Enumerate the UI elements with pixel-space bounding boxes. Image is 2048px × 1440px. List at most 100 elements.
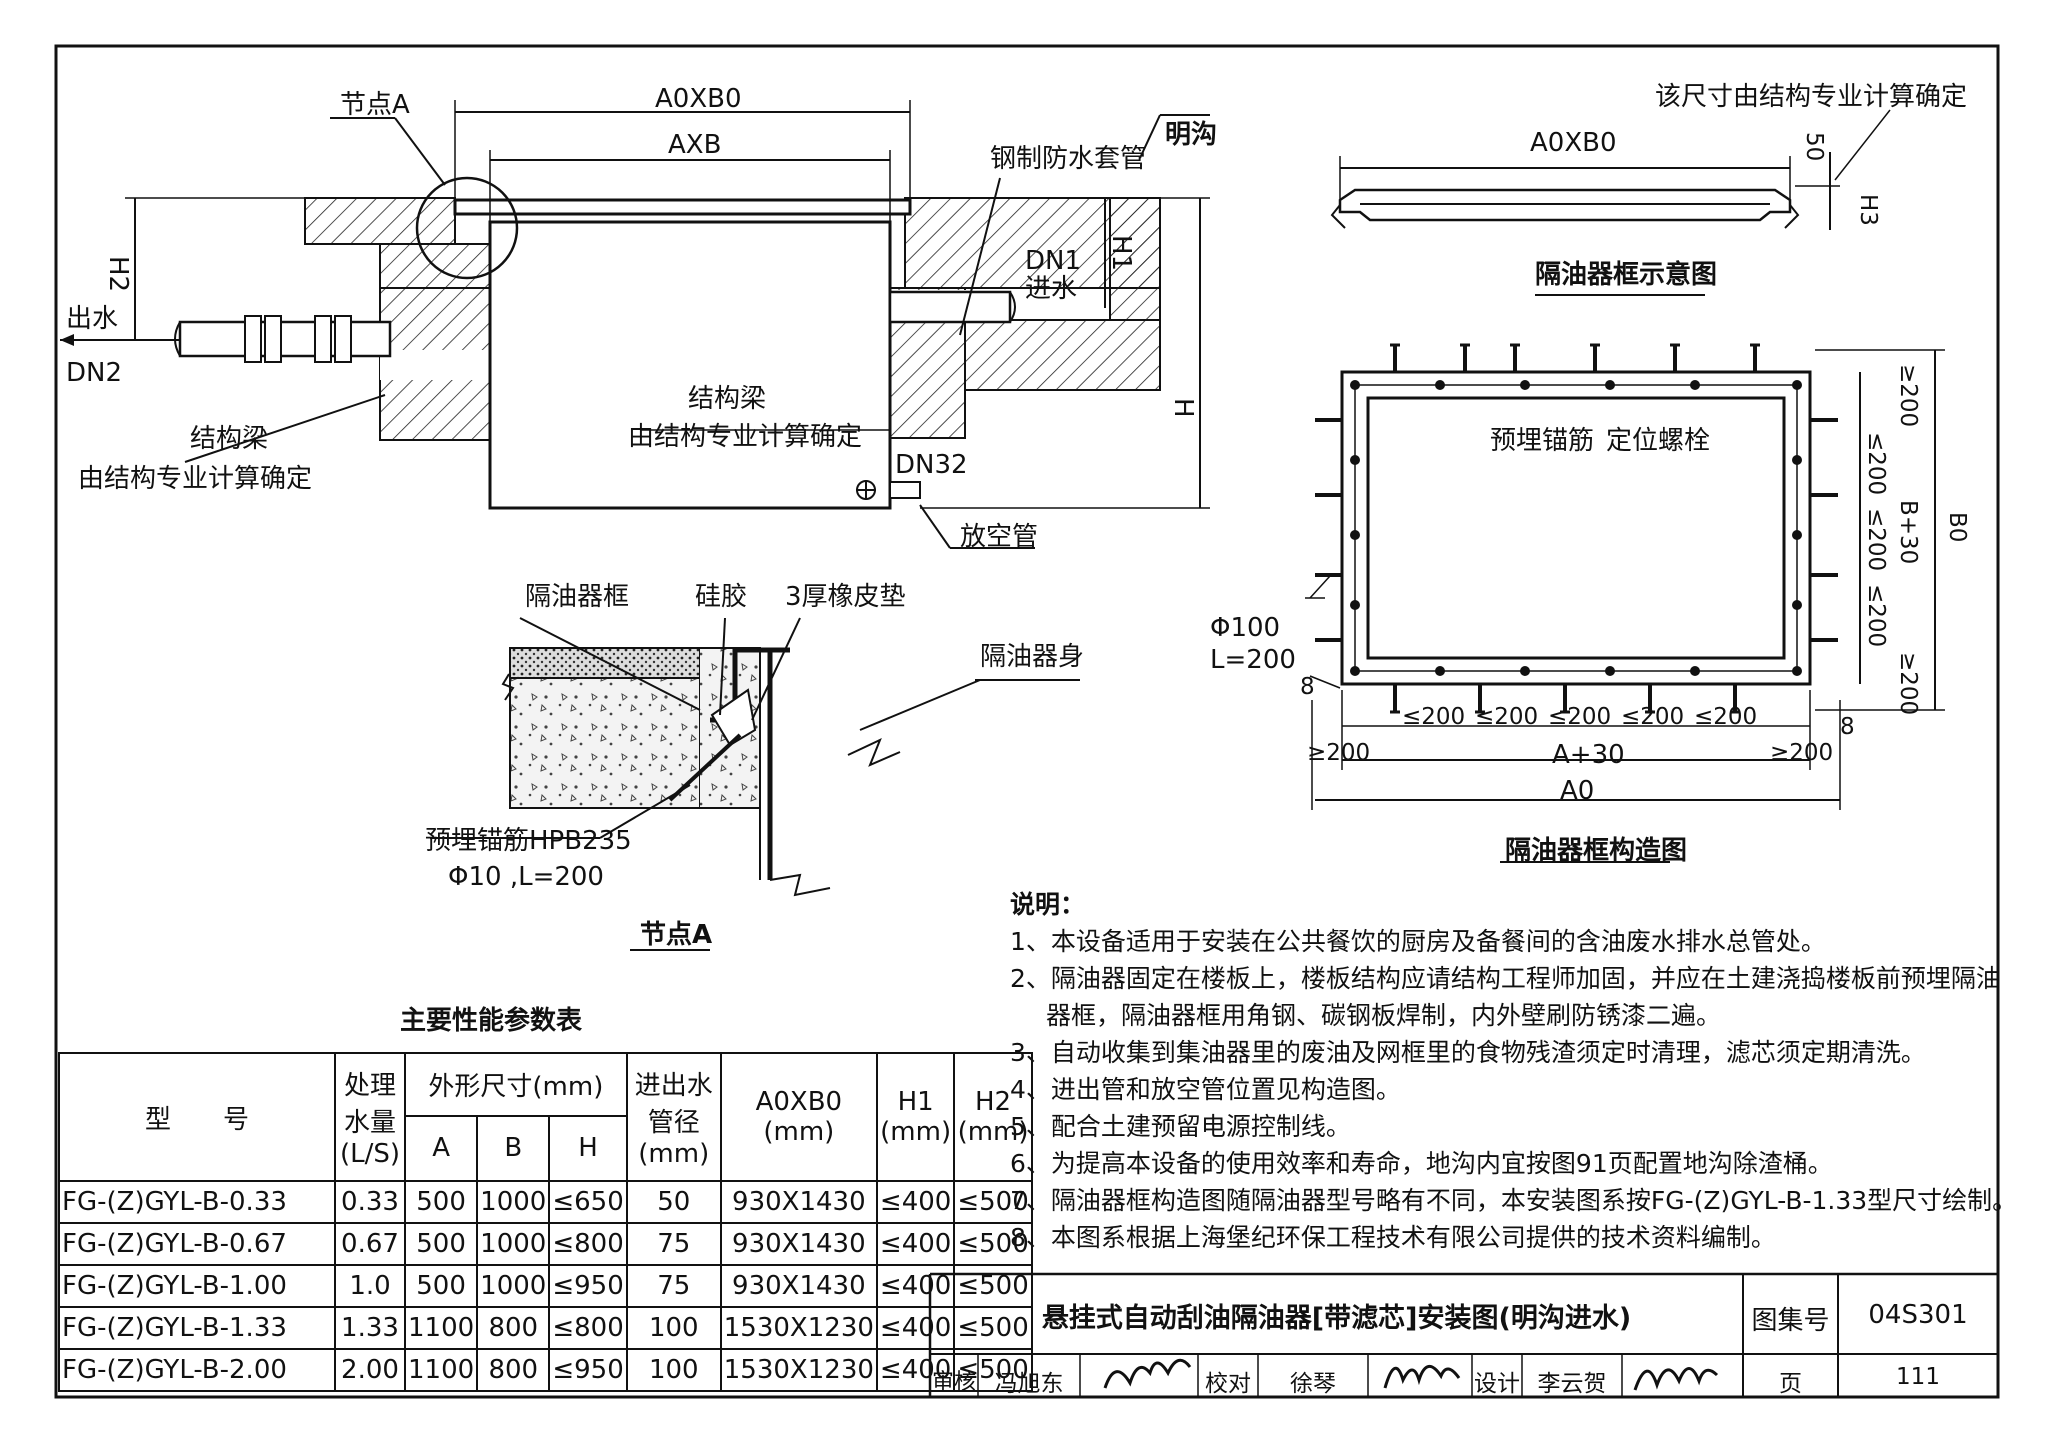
note-6: 6、为提高本设备的使用效率和寿命，地沟内宜按图91页配置地沟除渣桶。 [1010,1149,1833,1178]
drawing-title: 悬挂式自动刮油隔油器[带滤芯]安装图(明沟进水) [1041,1303,1632,1334]
table-cell: FG-(Z)GYL-B-1.00 [58,1264,336,1308]
table-cell: FG-(Z)GYL-B-2.00 [58,1348,336,1392]
table-cell: ≤800 [548,1222,628,1266]
th-pipe: 进出水管径(mm) [625,1052,722,1182]
table-cell: ≤950 [548,1348,628,1392]
table-cell: 800 [476,1348,551,1392]
design-label: 设计 [1474,1371,1520,1397]
review-label: 审核 [931,1370,976,1395]
node-a-circle [415,176,519,280]
table-cell: ≤400 [875,1264,956,1308]
parameter-table: 型 号 处理水量(L/S) 外形尺寸(mm) 进出水管径(mm) A0XB0 (… [58,1052,1033,1392]
table-cell: 930X1430 [719,1264,878,1308]
label-ge200-bl: ≥200 [1307,740,1371,766]
sheet-border [54,44,2000,1399]
table-cell: ≤400 [875,1348,956,1392]
table-cell: 930X1430 [719,1222,878,1266]
table-cell: 500 [403,1264,479,1308]
label-beam-left-1: 结构梁 [190,424,269,454]
note-4: 4、进出管和放空管位置见构造图。 [1010,1075,1401,1104]
bolt-mark [1605,666,1615,676]
th-model: 型 号 [58,1052,336,1182]
th-flow: 处理水量(L/S) [334,1052,406,1182]
table-cell: 0.67 [334,1222,406,1266]
frame-sketch [1330,109,1891,230]
label-le200-r3: ≤200 [1863,584,1889,648]
label-steel-sleeve: 钢制防水套管 [990,144,1147,174]
check-label: 校对 [1205,1371,1251,1397]
label-axb: AXB [668,130,722,160]
table-cell: 75 [625,1264,722,1308]
table-cell: FG-(Z)GYL-B-0.67 [58,1222,336,1266]
table-cell: ≤800 [548,1306,628,1350]
th-b: B [476,1114,551,1183]
frame-structure [1305,343,1945,810]
bolt-mark [1520,380,1530,390]
note-1: 1、本设备适用于安装在公共餐饮的厨房及备餐间的含油废水排水总管处。 [1010,927,1826,956]
inlet-pipe [888,290,1012,324]
table-cell: 50 [625,1180,722,1224]
label-dn1: DN1 [1025,246,1082,276]
checker-name: 徐琴 [1290,1371,1336,1397]
table-cell: 1000 [476,1180,551,1224]
label-h2: H2 [103,256,133,293]
label-le200-b1: ≤200 [1402,704,1466,730]
table-cell: 1000 [476,1222,551,1266]
label-ge200-br: ≥200 [1770,740,1834,766]
label-l200: L=200 [1210,645,1296,675]
page-number: 111 [1896,1364,1940,1390]
bolt-mark [1690,666,1700,676]
frame-inner [1366,396,1786,660]
label-a-plus-30: A+30 [1552,740,1625,770]
bolt-mark [1435,666,1445,676]
table-cell: ≤500 [953,1348,1033,1392]
bolt-mark [1350,455,1360,465]
table-cell: 500 [403,1222,479,1266]
table-cell: 930X1430 [719,1180,878,1224]
label-a0xb0-main: A0XB0 [655,84,742,114]
label-frame-structure-title: 隔油器框构造图 [1505,836,1688,866]
bolt-mark [1792,380,1802,390]
table-cell: ≤500 [953,1264,1033,1308]
label-le200-b2: ≤200 [1475,704,1539,730]
table-cell: 1100 [403,1348,479,1392]
table-cell: 500 [403,1180,479,1224]
label-rubber-pad: 3厚橡皮垫 [785,582,906,612]
th-a0xb0: A0XB0 (mm) [719,1052,878,1182]
label-le200-b5: ≤200 [1694,704,1758,730]
table-cell: ≤500 [953,1306,1033,1350]
notes-block: 说明： 1、本设备适用于安装在公共餐饮的厨房及备餐间的含油废水排水总管处。 2、… [1010,886,2017,1256]
bolt-mark [1350,530,1360,540]
label-b-plus-30: B+30 [1895,500,1921,565]
label-body: 隔油器身 [980,642,1085,672]
th-a: A [403,1114,479,1183]
table-cell: ≤400 [875,1222,956,1266]
label-beam-mid-1: 结构梁 [688,384,767,414]
label-anchor-2: Φ10 ,L=200 [448,862,604,892]
table-cell: 1530X1230 [719,1348,878,1392]
table-cell: 75 [625,1222,722,1266]
tank-cover [453,198,912,216]
open-ditch [1109,197,1161,321]
label-node-a: 节点A [340,90,410,120]
note-8: 8、本图系根据上海堡纪环保工程技术有限公司提供的技术资料编制。 [1010,1223,1776,1252]
signature-checker [1383,1365,1461,1389]
label-h: H [1168,398,1198,418]
bolt-mark [1792,600,1802,610]
table-cell: 1100 [403,1306,479,1350]
table-cell: 100 [625,1306,722,1350]
label-structure-note: 该尺寸由结构专业计算确定 [1655,82,1968,112]
table-cell: ≤950 [548,1264,628,1308]
label-b0: B0 [1944,512,1970,543]
bolt-mark [1350,600,1360,610]
table-cell: ≤400 [875,1180,956,1224]
label-vent-pipe: 放空管 [960,522,1039,552]
label-anchor: 预埋锚筋 [1490,426,1595,456]
bolt-mark [1350,666,1360,676]
note-7: 7、隔油器框构造图随隔油器型号略有不同，本安装图系按FG-(Z)GYL-B-1.… [1010,1186,2018,1215]
label-le200-r1: ≤200 [1863,432,1889,496]
th-size: 外形尺寸(mm) [404,1052,628,1117]
